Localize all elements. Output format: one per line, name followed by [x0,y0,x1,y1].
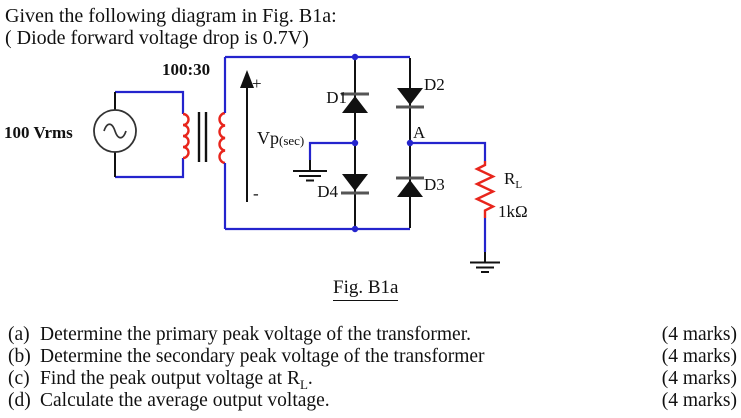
vp-label-main: Vp [257,128,279,148]
junction-dot-mid-left [351,139,359,147]
transformer: 100:30 [162,60,226,165]
question-a-text: Determine the primary peak voltage of th… [40,324,471,345]
question-c-text-sub: L [299,376,308,392]
junction-dot-bottom [351,225,359,233]
d4-label: D4 [317,182,338,201]
question-c: (c) Find the peak output voltage at RL. … [8,368,737,392]
question-b: (b) Determine the secondary peak voltage… [8,346,737,368]
question-b-label: (b) [8,346,31,367]
minus-sign: - [253,184,259,203]
question-a: (a) Determine the primary peak voltage o… [8,324,737,346]
question-b-marks: (4 marks) [661,346,737,367]
vp-sec-label: Vp(sec) [257,128,304,148]
figure-caption: Fig. B1a [333,277,399,301]
header-line-1: Given the following diagram in Fig. B1a: [5,5,337,27]
question-d-marks: (4 marks) [661,390,737,411]
rl-label-main: R [504,169,516,188]
secondary-coil [218,111,226,165]
question-c-text-post: . [307,368,313,389]
diode-d2: D2 [396,75,445,109]
question-c-text: Find the peak output voltage at RL. [40,368,313,392]
primary-wire-bottom [115,158,185,179]
load-resistor [474,161,496,218]
junction-dot-node-a [406,139,414,147]
bridge-ground [293,141,355,182]
node-a-label: A [413,123,426,142]
diode-d1: D1 [326,88,369,113]
turns-ratio-label: 100:30 [162,60,210,79]
output-wire [410,141,487,161]
d3-triangle [397,180,423,197]
question-c-text-pre: Find the peak output voltage at R [40,368,300,389]
rl-label: RL [504,169,522,191]
primary-loop [114,90,185,179]
question-d: (d) Calculate the average output voltage… [8,390,737,412]
question-b-text: Determine the secondary peak voltage of … [40,346,485,367]
primary-coil [182,112,190,160]
source-voltage-label: 100 Vrms [4,123,73,142]
ground-wire [308,141,355,160]
output-branch: A RL 1kΩ [410,123,528,273]
d1-triangle [342,96,368,113]
question-c-label: (c) [8,368,30,389]
question-a-marks: (4 marks) [661,324,737,345]
question-d-label: (d) [8,390,31,411]
junction-dot-top [351,53,359,61]
rl-value-label: 1kΩ [498,202,528,221]
junction-dots [351,53,414,233]
vp-sec-indicator: + - Vp(sec) [240,70,304,203]
d3-label: D3 [424,175,445,194]
ac-source: 100 Vrms [4,109,137,153]
question-d-text: Calculate the average output voltage. [40,390,330,411]
d2-label: D2 [424,75,445,94]
question-c-marks: (4 marks) [661,368,737,389]
d1-label: D1 [326,88,347,107]
plus-sign: + [252,74,262,93]
rl-label-sub: L [515,179,522,191]
vp-label-sub: (sec) [279,133,304,148]
sine-wave-icon [103,123,127,139]
primary-wire-top [115,90,185,114]
diode-d4: D4 [317,174,369,201]
d4-triangle [342,174,368,191]
header-line-2: ( Diode forward voltage drop is 0.7V) [5,27,309,49]
vp-arrow-head [240,70,254,88]
d2-triangle [397,88,423,105]
diode-d3: D3 [396,175,445,197]
question-a-label: (a) [8,324,30,345]
